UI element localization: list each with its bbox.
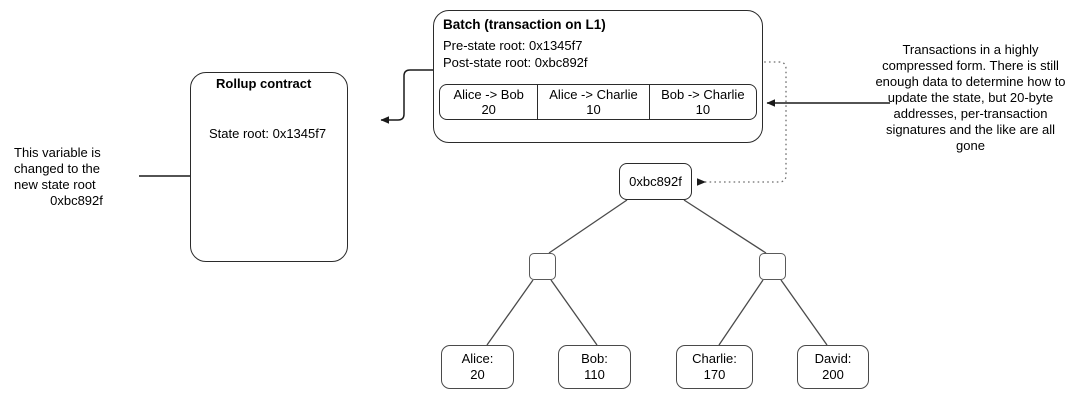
leaf-name: Alice: bbox=[461, 351, 494, 366]
tx-cell-0[interactable]: Alice -> Bob 20 bbox=[440, 85, 537, 119]
rollup-contract-box[interactable] bbox=[190, 72, 348, 262]
left-annotation-line-4: 0xbc892f bbox=[50, 193, 103, 208]
edge-node-right-to-charlie bbox=[718, 279, 764, 346]
tree-leaf-charlie[interactable]: Charlie: 170 bbox=[676, 345, 753, 389]
batch-pre-state-root: Pre-state root: 0x1345f7 bbox=[443, 38, 583, 53]
right-annotation: Transactions in a highly compressed form… bbox=[874, 42, 1067, 154]
left-annotation-line-3: new state root bbox=[14, 177, 96, 192]
tree-root-label: 0xbc892f bbox=[629, 174, 682, 189]
edge-root-to-node-left bbox=[548, 199, 628, 254]
tree-root-node[interactable]: 0xbc892f bbox=[619, 163, 692, 200]
tx-parties: Alice -> Charlie bbox=[549, 87, 638, 102]
edge-batch-to-rollup bbox=[380, 69, 433, 124]
leaf-name: Bob: bbox=[581, 351, 608, 366]
tree-internal-node-right[interactable] bbox=[759, 253, 786, 280]
tx-amount: 10 bbox=[695, 102, 711, 117]
leaf-value: 110 bbox=[584, 367, 605, 382]
tx-parties: Bob -> Charlie bbox=[661, 87, 745, 102]
edge-node-right-to-david bbox=[780, 279, 828, 346]
tx-cell-1[interactable]: Alice -> Charlie 10 bbox=[537, 85, 648, 119]
edge-node-left-to-alice bbox=[486, 279, 534, 346]
leaf-name: Charlie: bbox=[692, 351, 737, 366]
rollup-contract-title: Rollup contract bbox=[216, 76, 312, 91]
left-annotation-line-1: This variable is bbox=[14, 145, 101, 160]
tree-leaf-david[interactable]: David: 200 bbox=[797, 345, 869, 389]
batch-post-state-root: Post-state root: 0xbc892f bbox=[443, 55, 588, 70]
edge-root-to-node-right bbox=[683, 199, 767, 254]
leaf-value: 200 bbox=[822, 367, 844, 382]
rollup-contract-state-root: State root: 0x1345f7 bbox=[209, 126, 327, 141]
batch-box[interactable] bbox=[433, 10, 763, 143]
tx-cell-2[interactable]: Bob -> Charlie 10 bbox=[648, 85, 756, 119]
leaf-name: David: bbox=[814, 351, 852, 366]
tree-leaf-bob[interactable]: Bob: 110 bbox=[558, 345, 631, 389]
right-annotation-text: Transactions in a highly compressed form… bbox=[875, 42, 1066, 153]
edge-root-arrowhead bbox=[697, 178, 706, 186]
tree-internal-node-left[interactable] bbox=[529, 253, 556, 280]
left-annotation-line-2: changed to the bbox=[14, 161, 101, 176]
left-annotation: This variable is changed to the new stat… bbox=[14, 145, 139, 209]
leaf-value: 170 bbox=[703, 367, 726, 382]
tree-leaf-alice[interactable]: Alice: 20 bbox=[441, 345, 514, 389]
edge-node-left-to-bob bbox=[550, 279, 598, 346]
batch-title: Batch (transaction on L1) bbox=[443, 17, 606, 32]
batch-transactions-table[interactable]: Alice -> Bob 20 Alice -> Charlie 10 Bob … bbox=[439, 84, 757, 120]
tx-amount: 20 bbox=[481, 102, 496, 117]
tx-amount: 10 bbox=[586, 102, 601, 117]
leaf-value: 20 bbox=[470, 367, 485, 382]
tx-parties: Alice -> Bob bbox=[453, 87, 524, 102]
